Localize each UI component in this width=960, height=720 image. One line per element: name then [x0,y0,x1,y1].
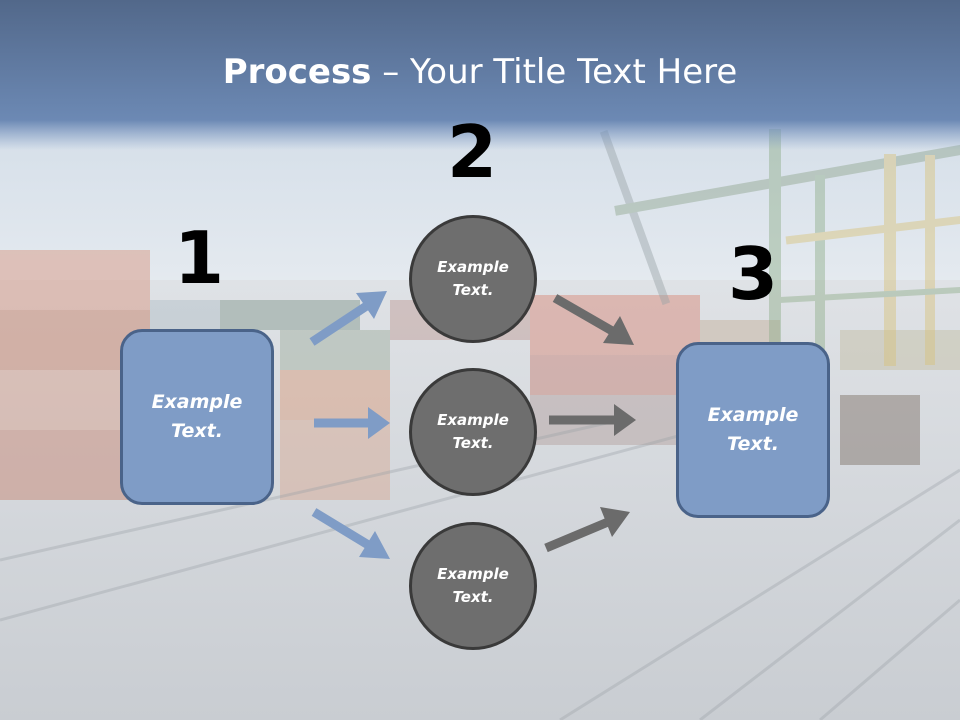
step-1-text-line2: Text. [171,420,223,442]
step-1-box: Example Text. [120,329,274,505]
title-bold: Process [222,52,372,92]
arrow-circle2-to-box3 [549,404,636,436]
step-3-text-line2: Text. [727,433,779,455]
circle-3-text-line1: Example [437,565,509,583]
circle-2-text-line1: Example [437,411,509,429]
arrow-circle1-to-box3 [552,294,634,345]
arrow-box1-to-circle3 [311,508,390,559]
step-3-text-line1: Example [707,404,799,426]
slide-title: Process – Your Title Text Here [0,52,960,92]
arrow-circle3-to-box3 [544,507,630,553]
step-number-2: 2 [446,110,498,194]
arrow-box1-to-circle1 [309,291,387,346]
circle-1-text-line2: Text. [452,281,494,299]
circle-2-text-line2: Text. [452,434,494,452]
step-number-1: 1 [173,216,225,300]
circle-3-text-line2: Text. [452,588,494,606]
title-rest: – Your Title Text Here [371,52,738,92]
arrow-box1-to-circle2 [314,407,390,439]
circle-2: Example Text. [409,368,537,496]
step-number-3: 3 [727,232,779,316]
step-1-text-line1: Example [151,391,243,413]
circle-1: Example Text. [409,215,537,343]
circle-1-text-line1: Example [437,258,509,276]
step-3-box: Example Text. [676,342,830,518]
circle-3: Example Text. [409,522,537,650]
